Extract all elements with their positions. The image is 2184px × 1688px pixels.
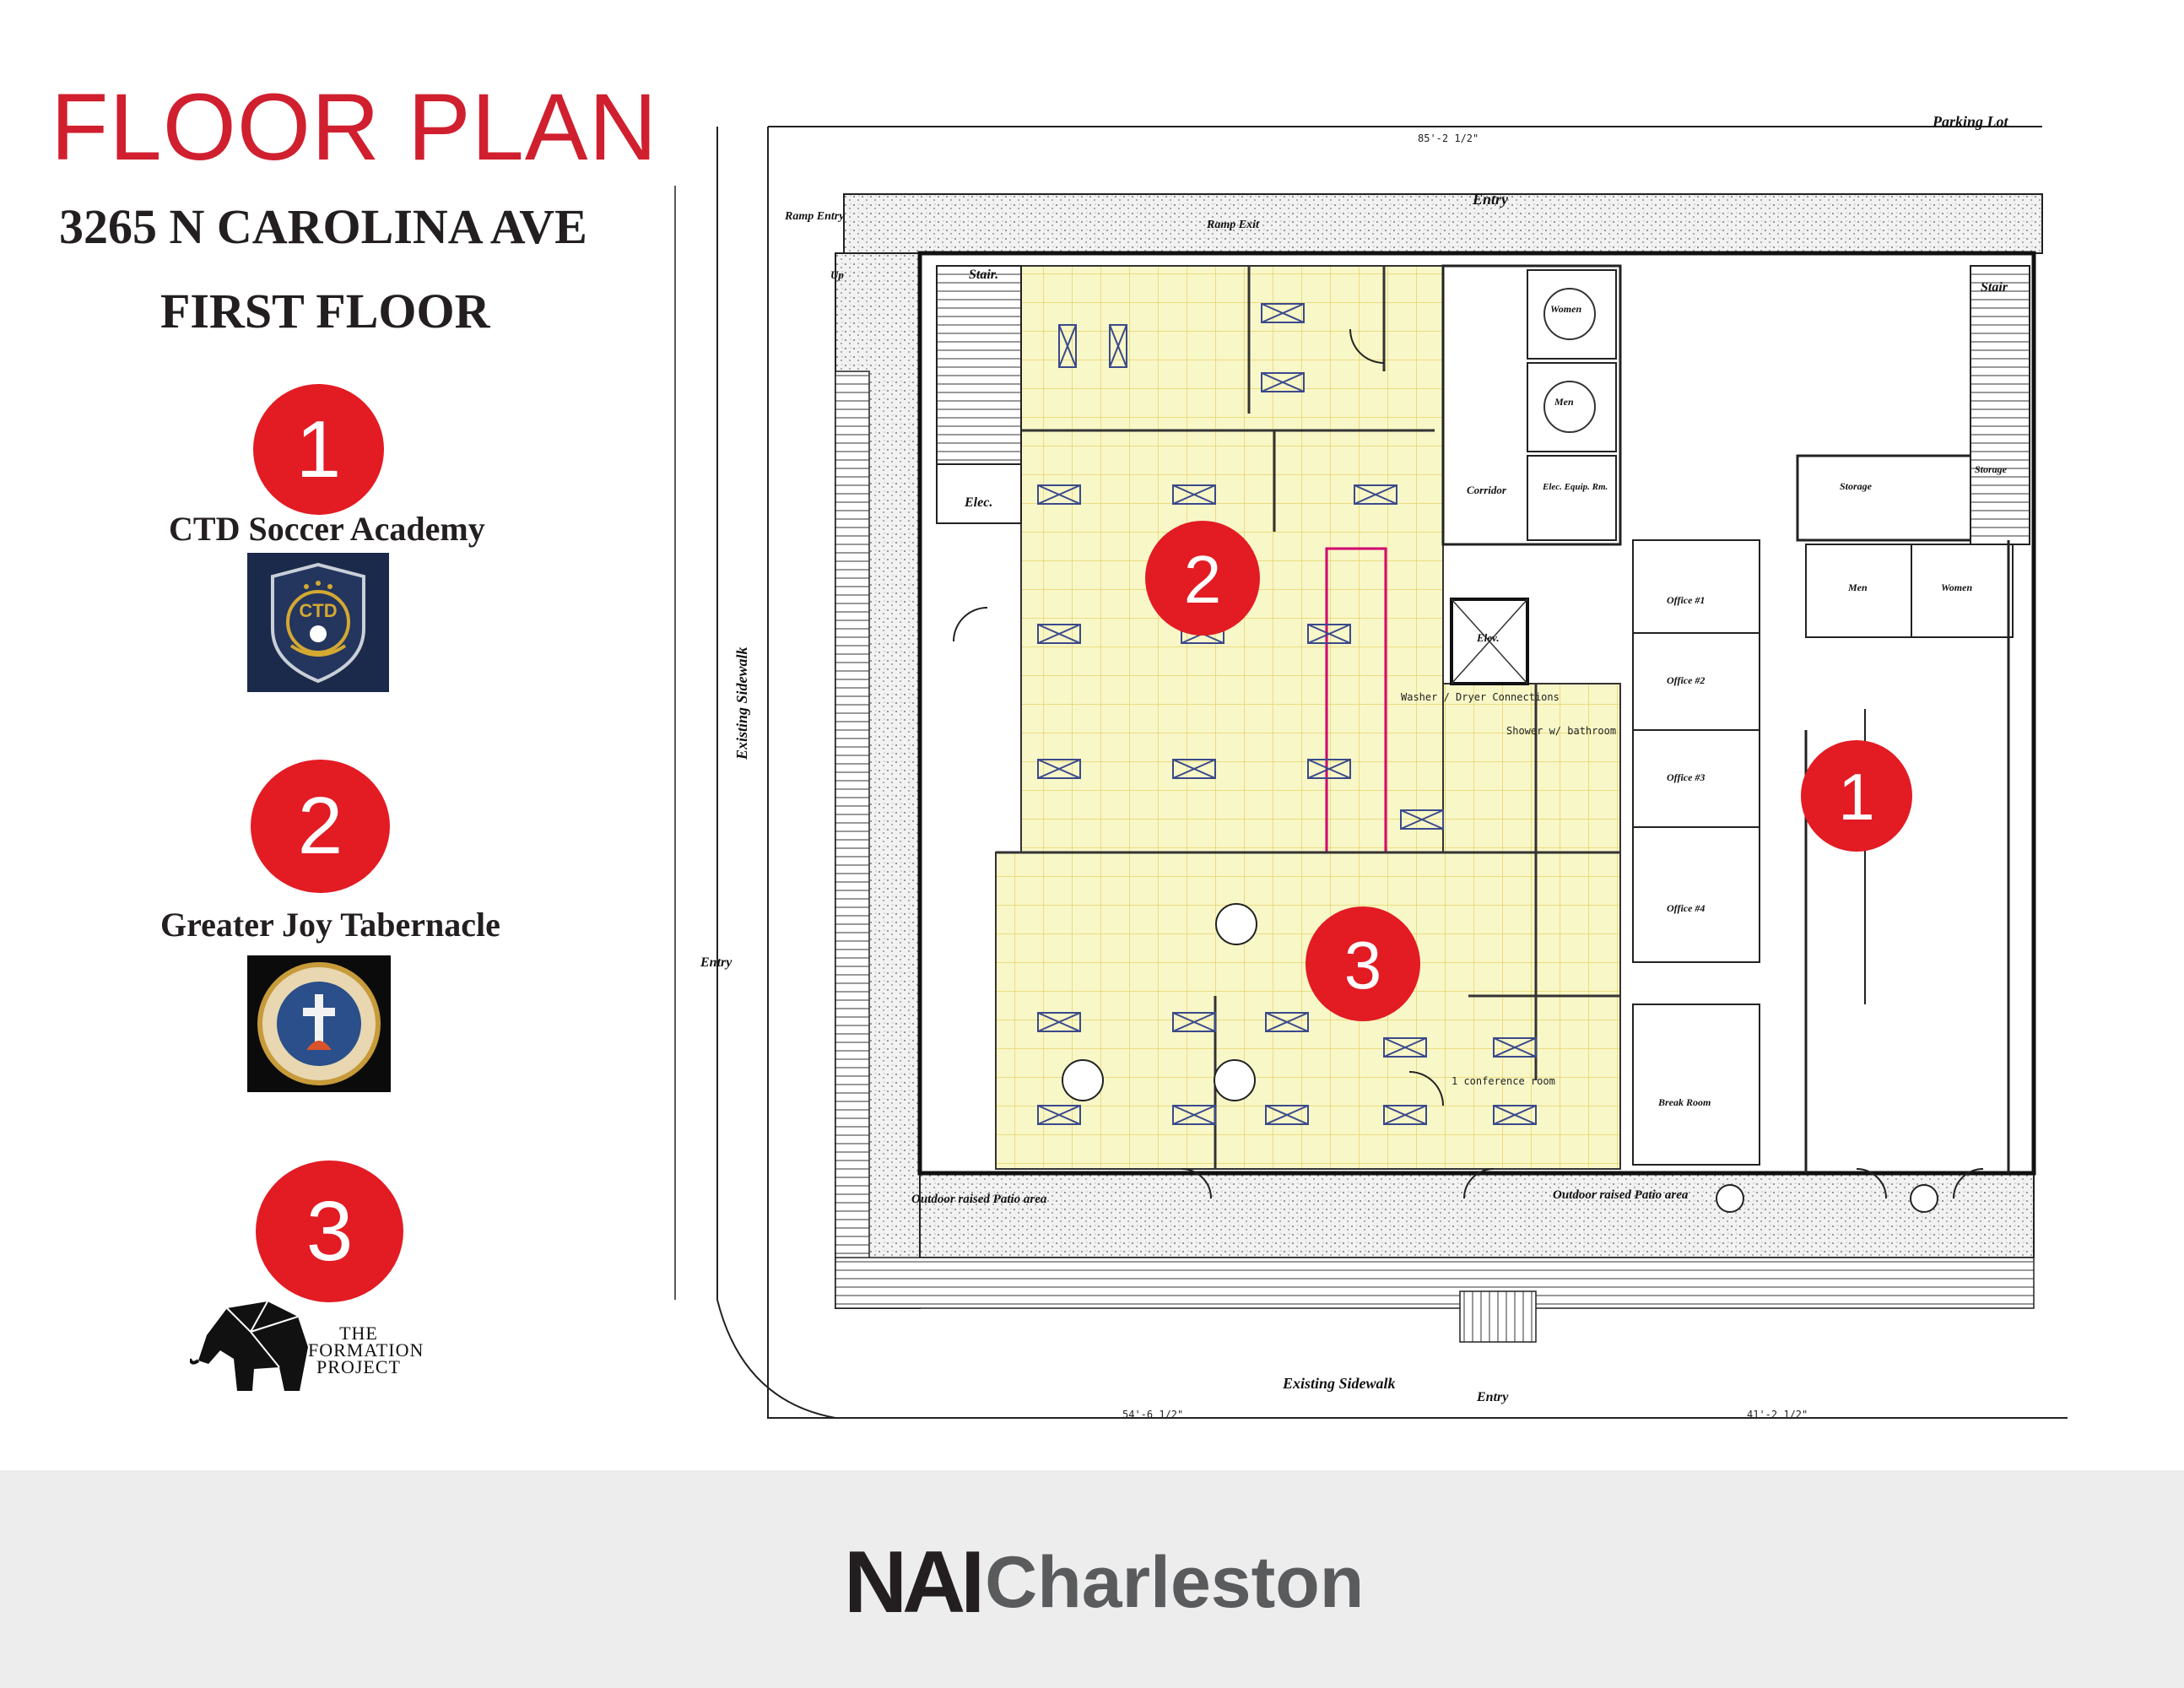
svg-text:CTD: CTD bbox=[299, 600, 337, 621]
existing-sidewalk-side-label: Existing Sidewalk bbox=[733, 647, 750, 760]
tenant-3-marker: 3 bbox=[256, 1160, 403, 1302]
parking-lot-label: Parking Lot bbox=[1932, 113, 2009, 130]
conference-label: 1 conference room bbox=[1451, 1075, 1555, 1087]
patio-left-label: Outdoor raised Patio area bbox=[911, 1193, 1047, 1206]
nai-charleston-logo: NAI Charleston bbox=[844, 1534, 1365, 1631]
formation-project-logo: THE FORMATION PROJECT bbox=[188, 1291, 435, 1393]
washer-label: Washer / Dryer Connections bbox=[1401, 691, 1560, 703]
ramp-exit-label: Ramp Exit bbox=[1206, 219, 1260, 231]
stair-right-label: Stair bbox=[1981, 280, 2008, 295]
svg-text:2: 2 bbox=[1184, 542, 1222, 617]
tenant-1-name: CTD Soccer Academy bbox=[169, 510, 485, 548]
entry-left-label: Entry bbox=[700, 955, 733, 970]
ctd-soccer-academy-logo: CTD bbox=[247, 553, 389, 692]
corridor-label: Corridor bbox=[1467, 484, 1507, 496]
office3-label: Office #3 bbox=[1667, 771, 1705, 783]
svg-text:1: 1 bbox=[1838, 760, 1874, 834]
plan-marker-3: 3 bbox=[1306, 906, 1420, 1021]
elev-label: Elev. bbox=[1476, 631, 1500, 644]
svg-text:3: 3 bbox=[1344, 928, 1382, 1003]
tenant-1-number: 1 bbox=[295, 403, 342, 495]
floor-plan-svg: Parking Lot Ramp Entry Ramp Exit Entry S… bbox=[674, 113, 2068, 1420]
elec-equip-label: Elec. Equip. Rm. bbox=[1542, 482, 1608, 492]
women-label: Women bbox=[1941, 582, 1972, 593]
storage-label: Storage bbox=[1840, 480, 1873, 492]
elec-label: Elec. bbox=[964, 495, 992, 510]
floor-plan-drawing: Parking Lot Ramp Entry Ramp Exit Entry S… bbox=[641, 101, 2110, 1435]
dim-bottom-right-label: 41'-2 1/2" bbox=[1747, 1409, 1808, 1420]
tenant-2-number: 2 bbox=[297, 781, 343, 871]
plan-marker-1: 1 bbox=[1801, 740, 1912, 852]
tenant-3-number: 3 bbox=[305, 1184, 354, 1279]
women-top-label: Women bbox=[1550, 303, 1581, 315]
plan-marker-2: 2 bbox=[1145, 521, 1260, 636]
shower-label: Shower w/ bathroom bbox=[1506, 725, 1616, 737]
men-label: Men bbox=[1847, 582, 1868, 593]
tenant-2-marker: 2 bbox=[251, 760, 390, 893]
office4-label: Office #4 bbox=[1667, 902, 1705, 914]
page-title: FLOOR PLAN bbox=[51, 74, 658, 180]
footer-band bbox=[0, 1470, 2184, 1688]
entry-top-label: Entry bbox=[1472, 191, 1509, 208]
brand-city: Charleston bbox=[985, 1542, 1365, 1623]
dim-total-label: 85'-2 1/2" bbox=[1418, 133, 1479, 144]
entry-bottom-label: Entry bbox=[1476, 1390, 1509, 1404]
men-top-label: Men bbox=[1554, 396, 1574, 408]
patio-right-label: Outdoor raised Patio area bbox=[1553, 1188, 1689, 1202]
formation-project-wordmark: THE FORMATION PROJECT bbox=[308, 1323, 424, 1377]
floor-name: FIRST FLOOR bbox=[160, 284, 490, 338]
brand-nai: NAI bbox=[844, 1534, 985, 1631]
existing-sidewalk-label: Existing Sidewalk bbox=[1282, 1375, 1396, 1392]
up-left-label: Up bbox=[830, 268, 844, 281]
greater-joy-tabernacle-logo bbox=[247, 955, 391, 1092]
tenant-2-name: Greater Joy Tabernacle bbox=[160, 906, 500, 944]
office2-label: Office #2 bbox=[1667, 674, 1705, 686]
property-address: 3265 N CAROLINA AVE bbox=[59, 199, 587, 254]
dim-bottom-left-label: 54'-6 1/2" bbox=[1122, 1409, 1183, 1420]
ramp-entry-label: Ramp Entry bbox=[784, 210, 845, 223]
break-room-label: Break Room bbox=[1657, 1096, 1711, 1108]
storage2-label: Storage bbox=[1975, 463, 2008, 475]
stair-left-label: Stair. bbox=[969, 268, 998, 282]
tenant-1-marker: 1 bbox=[253, 384, 384, 515]
office1-label: Office #1 bbox=[1667, 594, 1705, 606]
legend-panel: FLOOR PLAN 3265 N CAROLINA AVE FIRST FLO… bbox=[0, 0, 667, 1469]
